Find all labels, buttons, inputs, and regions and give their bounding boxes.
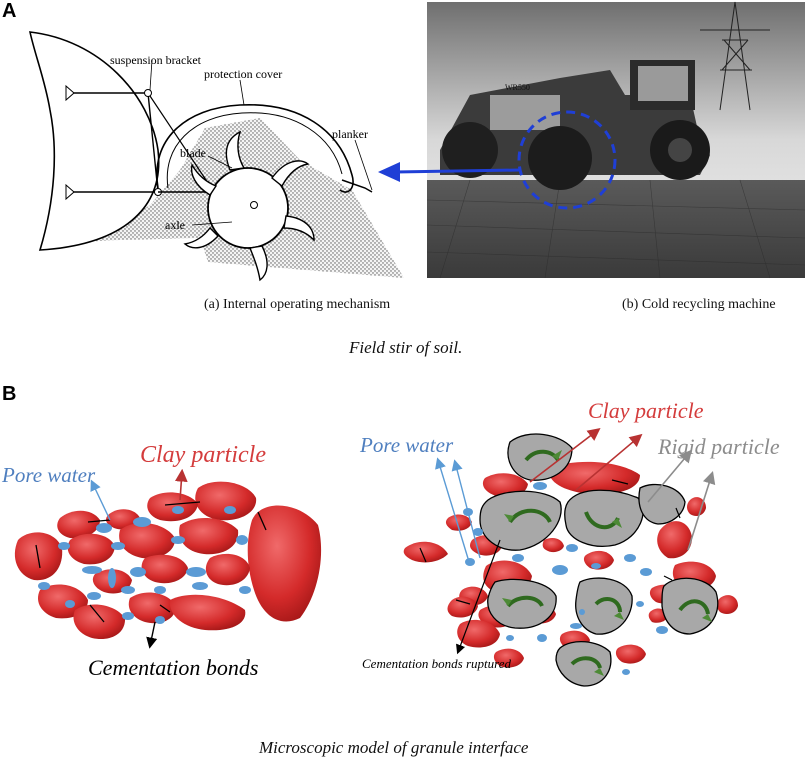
left-label-pore: Pore water xyxy=(1,463,96,487)
left-label-clay: Clay particle xyxy=(140,442,266,468)
label-protection-cover: protection cover xyxy=(204,67,282,81)
right-cement-bonds xyxy=(419,479,681,605)
right-label-cement: Cementation bonds ruptured xyxy=(362,656,512,671)
highlight-circle xyxy=(517,110,617,210)
panel-a-letter: A xyxy=(2,0,17,22)
caption-a: (a) Internal operating mechanism xyxy=(204,297,391,312)
right-rotation-heads xyxy=(502,450,712,676)
right-label-clay: Clay particle xyxy=(588,398,704,423)
protection-cover-shape xyxy=(156,104,354,193)
label-planker: planker xyxy=(332,127,368,141)
panel-b-letter: B xyxy=(2,383,17,405)
planker-shape xyxy=(341,179,373,193)
link-arrow-line xyxy=(394,168,521,174)
tractor-outline xyxy=(28,31,160,251)
panel-b-graphic: Clay particle Pore water Cementation bon… xyxy=(1,398,780,687)
label-suspension-bracket: suspension bracket xyxy=(110,53,202,67)
right-label-pore: Pore water xyxy=(359,433,454,457)
right-model xyxy=(403,428,738,687)
right-pore-water xyxy=(463,482,668,675)
link-arrow-head xyxy=(378,162,400,182)
left-pore-water xyxy=(38,506,251,624)
right-rigid-particles xyxy=(479,433,719,687)
mechanism-drawing xyxy=(28,31,404,282)
right-clay-particles xyxy=(403,461,738,668)
rotor-drum xyxy=(207,167,289,249)
title-panel-a: Field stir of soil. xyxy=(349,338,463,357)
blades xyxy=(183,130,315,282)
left-label-cement: Cementation bonds xyxy=(88,655,259,680)
label-blade: blade xyxy=(180,146,206,160)
protection-cover-inner xyxy=(166,112,343,189)
right-label-rigid: Rigid particle xyxy=(657,434,780,459)
left-cement-bonds xyxy=(35,501,267,623)
left-clay-particles xyxy=(14,481,322,640)
photo-model-text: WR550 xyxy=(505,83,530,92)
caption-b: (b) Cold recycling machine xyxy=(622,297,776,312)
left-model xyxy=(14,468,322,649)
label-axle: axle xyxy=(165,218,185,232)
machine-photo: WR550 xyxy=(426,1,806,279)
title-panel-b: Microscopic model of granule interface xyxy=(259,738,529,757)
panel-a-graphic: suspension bracket protection cover plan… xyxy=(28,1,806,282)
